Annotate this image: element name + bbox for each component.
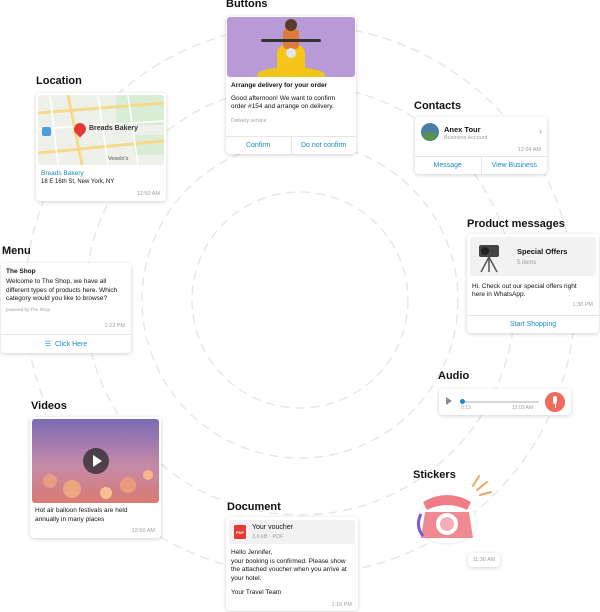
product-title: Special Offers — [517, 247, 568, 256]
play-icon[interactable] — [446, 397, 452, 405]
section-title-contacts: Contacts — [414, 100, 462, 112]
document-attachment[interactable] — [229, 520, 355, 544]
click-here-button[interactable]: ☰Click Here — [1, 335, 131, 353]
document-file-name: Your voucher — [252, 524, 293, 531]
telephone-sticker — [416, 475, 492, 545]
contacts-time: 12:04 AM — [517, 147, 541, 153]
document-file-meta: 3,6 kB · PDF — [252, 534, 284, 540]
product-time: 1:38 PM — [572, 302, 593, 308]
map-street-label: Veselo's — [108, 156, 129, 162]
menu-time: 1:23 PM — [104, 323, 125, 329]
list-icon: ☰ — [44, 341, 51, 348]
do-not-confirm-button[interactable]: Do not confirm — [290, 137, 357, 154]
menu-powered-by: powered by The Shop — [6, 306, 50, 312]
section-title-audio: Audio — [438, 370, 470, 382]
location-message-card: Breads Bakery Veselo's Breads Bakery 18 … — [36, 93, 166, 201]
contact-subtitle: Business Account — [444, 135, 488, 141]
chevron-right-icon[interactable]: › — [539, 126, 542, 136]
location-address: 18 E 16th St, New York, NY — [41, 179, 115, 185]
video-thumbnail — [32, 419, 159, 503]
buttons-card-body: Good afternoon! We want to confirm order… — [231, 95, 336, 110]
section-title-product-messages: Product messages — [467, 218, 565, 230]
section-title-videos: Videos — [31, 400, 67, 412]
section-title-stickers: Stickers — [413, 469, 456, 481]
section-title-location: Location — [36, 75, 82, 87]
buttons-card-footer: Delivery service — [231, 118, 267, 124]
menu-text: Welcome to The Shop, we have all differe… — [6, 278, 118, 302]
document-time: 1:16 PM — [331, 602, 352, 608]
pdf-icon: PDF — [234, 525, 246, 539]
section-title-document: Document — [227, 501, 281, 513]
microphone-icon[interactable] — [545, 392, 565, 412]
product-message-card: Special Offers 5 items Hi. Check out our… — [467, 234, 599, 333]
map-streets — [38, 95, 164, 165]
view-business-button[interactable]: View Business — [480, 157, 548, 174]
click-here-label: Click Here — [54, 341, 88, 348]
start-shopping-button[interactable]: Start Shopping — [509, 321, 557, 328]
video-play-icon[interactable] — [83, 448, 109, 474]
product-count: 5 items — [517, 260, 537, 266]
menu-message-card: The Shop Welcome to The Shop, we have al… — [1, 263, 131, 353]
menu-title: The Shop — [6, 268, 36, 275]
audio-elapsed: 0:13 — [461, 405, 471, 411]
contact-name: Anex Tour — [444, 125, 481, 134]
contacts-message-card: Anex Tour Business Account › 12:04 AM Me… — [415, 117, 547, 174]
delivery-image — [227, 17, 355, 77]
confirm-button[interactable]: Confirm — [245, 142, 271, 149]
buttons-message-card: Arrange delivery for your order Good aft… — [226, 16, 356, 154]
buttons-card-title: Arrange delivery for your order — [231, 82, 328, 89]
video-time: 12:50 AM — [131, 528, 155, 534]
section-title-menu: Menu — [2, 245, 31, 257]
camera-product-icon — [479, 245, 499, 273]
audio-message-card: 0:13 12:03 AM — [439, 389, 571, 415]
location-time: 12:50 AM — [136, 191, 160, 197]
document-text: your booking is confirmed. Please show t… — [231, 557, 347, 582]
sticker-time: 11:30 AM — [468, 553, 500, 567]
pdf-icon-label: PDF — [236, 530, 244, 535]
document-message-card: PDF Your voucher 3,6 kB · PDF Hello Jenn… — [226, 517, 358, 611]
message-button[interactable]: Message — [433, 162, 462, 169]
document-greeting: Hello Jennifer, — [231, 549, 273, 556]
videos-message-card: Hot air balloon festivals are held annua… — [30, 417, 161, 538]
audio-scrubber[interactable] — [460, 399, 465, 404]
document-signature: Your Travel Team — [231, 589, 282, 596]
location-place-link[interactable]: Breads Bakery — [41, 170, 84, 177]
audio-progress-track[interactable] — [461, 401, 539, 403]
contact-avatar — [421, 123, 439, 141]
video-caption: Hot air balloon festivals are held annua… — [35, 507, 128, 523]
map-preview: Breads Bakery Veselo's — [38, 95, 164, 165]
product-text: Hi. Check out our special offers right h… — [472, 283, 577, 298]
section-title-buttons: Buttons — [226, 0, 268, 10]
audio-time: 12:03 AM — [512, 405, 534, 411]
map-pin-label: Breads Bakery — [89, 125, 139, 132]
